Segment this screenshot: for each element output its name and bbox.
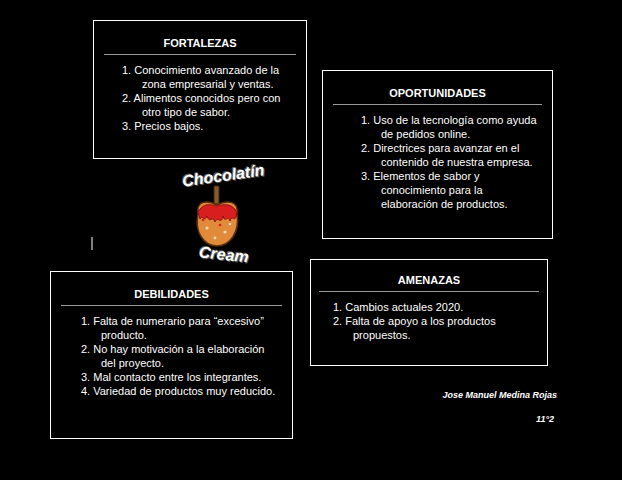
list-item: 3. Elementos de sabor y conocimiento par… xyxy=(323,169,552,211)
box-heading: AMENAZAS xyxy=(319,274,539,292)
list-item: 4. Variedad de productos muy reducido. xyxy=(51,384,292,398)
swot-box: OPORTUNIDADES 1. Uso de la tecnología com… xyxy=(322,70,553,239)
list-item: 1. Falta de numerario para “excesivo” pr… xyxy=(51,314,292,342)
list-item: 2. Falta de apoyo a los productos propue… xyxy=(311,314,547,342)
list-item: 1. Uso de la tecnología como ayuda de pe… xyxy=(323,113,552,141)
list-item: 1. Cambios actuales 2020. xyxy=(311,300,547,314)
cursor-mark xyxy=(92,237,93,250)
list-item: 2. Alimentos conocidos pero con otro tip… xyxy=(94,91,306,119)
list-item: 2. Directrices para avanzar en el conten… xyxy=(323,141,552,169)
box-heading: FORTALEZAS xyxy=(104,37,296,55)
list-item: 3. Mal contacto entre los integrantes. xyxy=(51,370,292,384)
swot-box: FORTALEZAS 1. Conocimiento avanzado de la… xyxy=(93,20,307,159)
list-item: 1. Conocimiento avanzado de la zona empr… xyxy=(94,63,306,91)
list-item: 3. Precios bajos. xyxy=(94,119,306,133)
swot-box: AMENAZAS 1. Cambios actuales 2020.2. Falt… xyxy=(310,259,548,366)
class-group: 11°2 xyxy=(536,414,554,424)
candy-apple xyxy=(197,186,237,246)
box-heading: OPORTUNIDADES xyxy=(333,87,542,105)
box-heading: DEBILIDADES xyxy=(61,288,282,306)
list-item: 2. No hay motivación a la elaboración de… xyxy=(51,342,292,370)
author-name: Jose Manuel Medina Rojas xyxy=(442,390,557,400)
brand-name: Chocolatín xyxy=(181,161,265,190)
swot-box: DEBILIDADES 1. Falta de numerario para “e… xyxy=(50,271,293,439)
brand-name: Cream xyxy=(198,243,249,266)
